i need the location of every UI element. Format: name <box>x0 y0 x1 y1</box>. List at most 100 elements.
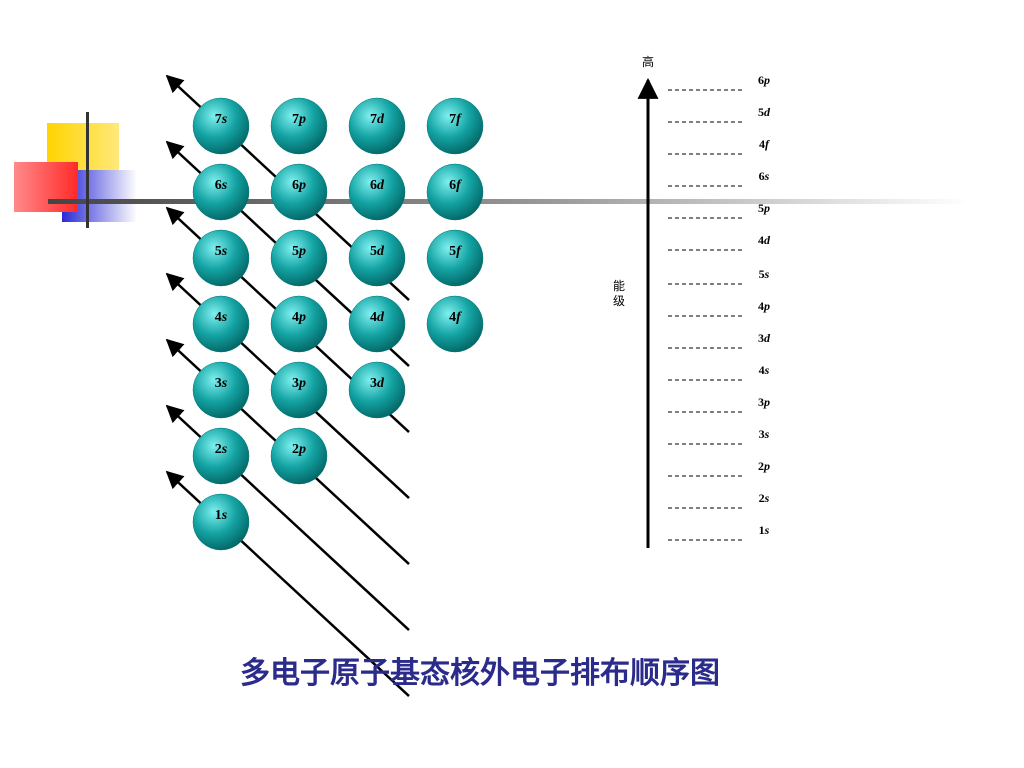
level-subshell-letter: s <box>764 363 770 377</box>
orbital-sphere <box>426 229 484 287</box>
energy-level-label: 5p <box>758 201 770 215</box>
level-subshell-letter: p <box>763 395 770 409</box>
level-shell-number: 6 <box>759 169 765 183</box>
orbital-subshell-letter: p <box>298 376 306 391</box>
energy-level-label: 3d <box>758 331 771 345</box>
orbital-3p: 3p <box>270 361 328 419</box>
orbital-subshell-letter: s <box>221 442 228 457</box>
level-subshell-letter: f <box>765 137 770 151</box>
vertical-rule <box>86 112 89 228</box>
orbital-label: 6f <box>449 178 462 193</box>
level-shell-number: 4 <box>759 363 765 377</box>
orbital-sphere <box>192 427 250 485</box>
orbital-subshell-letter: p <box>298 112 306 127</box>
orbital-sphere <box>270 427 328 485</box>
orbital-subshell-letter: s <box>221 178 228 193</box>
energy-level-label: 2s <box>759 491 770 505</box>
energy-level-label: 6s <box>759 169 770 183</box>
orbital-label: 6s <box>215 178 228 193</box>
orbital-label: 5d <box>370 244 385 259</box>
orbital-2s: 2s <box>192 427 250 485</box>
orbital-sphere <box>348 163 406 221</box>
orbital-sphere <box>270 361 328 419</box>
orbital-label: 5s <box>215 244 228 259</box>
orbital-label: 1s <box>215 508 228 523</box>
orbital-subshell-letter: f <box>456 244 462 259</box>
energy-level-label: 4s <box>759 363 770 377</box>
orbital-7f: 7f <box>426 97 484 155</box>
level-shell-number: 4 <box>759 137 765 151</box>
orbital-7d: 7d <box>348 97 406 155</box>
orbital-6d: 6d <box>348 163 406 221</box>
page-title: 多电子原子基态核外电子排布顺序图 <box>240 656 720 691</box>
orbital-sphere <box>192 295 250 353</box>
orbital-shell-number: 6 <box>215 178 222 193</box>
orbital-shell-number: 4 <box>370 310 377 325</box>
orbital-sphere <box>426 163 484 221</box>
level-subshell-letter: s <box>764 523 770 537</box>
orbital-label: 3p <box>292 376 306 391</box>
energy-level-label: 1s <box>759 523 770 537</box>
orbital-shell-number: 2 <box>292 442 299 457</box>
orbital-label: 4s <box>215 310 228 325</box>
orbital-subshell-letter: f <box>456 112 462 127</box>
diagonal-arrow-tail <box>276 507 410 632</box>
orbital-sphere <box>192 361 250 419</box>
level-shell-number: 3 <box>758 331 764 345</box>
orbital-subshell-letter: d <box>377 112 385 127</box>
axis-side-label-2: 级 <box>613 294 625 308</box>
orbital-subshell-letter: s <box>221 244 228 259</box>
orbital-subshell-letter: p <box>298 442 306 457</box>
orbital-subshell-letter: f <box>456 178 462 193</box>
energy-level-label: 4p <box>758 299 770 313</box>
orbital-3s: 3s <box>192 361 250 419</box>
orbital-label: 4d <box>370 310 385 325</box>
level-subshell-letter: p <box>763 73 770 87</box>
orbital-shell-number: 1 <box>215 508 222 523</box>
energy-level-label: 3s <box>759 427 770 441</box>
orbital-label: 5f <box>449 244 462 259</box>
orbital-shell-number: 4 <box>215 310 222 325</box>
level-shell-number: 5 <box>758 201 764 215</box>
level-shell-number: 4 <box>758 299 764 313</box>
energy-level-label: 2p <box>758 459 770 473</box>
orbital-1s: 1s <box>192 493 250 551</box>
orbital-shell-number: 7 <box>370 112 377 127</box>
orbital-sphere <box>192 97 250 155</box>
orbital-sphere <box>426 295 484 353</box>
orbital-sphere <box>348 361 406 419</box>
level-shell-number: 3 <box>759 427 765 441</box>
orbital-sphere <box>192 493 250 551</box>
orbital-shell-number: 6 <box>449 178 456 193</box>
orbital-shell-number: 2 <box>215 442 222 457</box>
orbital-shell-number: 7 <box>292 112 299 127</box>
orbital-label: 3s <box>215 376 228 391</box>
orbital-4s: 4s <box>192 295 250 353</box>
orbital-6p: 6p <box>270 163 328 221</box>
orbital-sphere <box>270 163 328 221</box>
orbital-shell-number: 7 <box>449 112 456 127</box>
axis-top-label: 高 <box>642 54 654 69</box>
orbital-4d: 4d <box>348 295 406 353</box>
orbital-sphere <box>348 97 406 155</box>
orbital-subshell-letter: s <box>221 310 228 325</box>
orbital-7p: 7p <box>270 97 328 155</box>
orbital-shell-number: 3 <box>215 376 222 391</box>
level-subshell-letter: d <box>764 105 771 119</box>
orbital-label: 7s <box>215 112 228 127</box>
orbital-shell-number: 5 <box>449 244 456 259</box>
level-shell-number: 2 <box>759 491 765 505</box>
level-subshell-letter: d <box>764 233 771 247</box>
orbital-5f: 5f <box>426 229 484 287</box>
orbital-subshell-letter: s <box>221 376 228 391</box>
energy-level-label: 6p <box>758 73 770 87</box>
level-subshell-letter: s <box>764 491 770 505</box>
orbital-sphere <box>192 163 250 221</box>
orbital-label: 7p <box>292 112 306 127</box>
orbital-shell-number: 4 <box>449 310 456 325</box>
energy-level-label: 5s <box>759 267 770 281</box>
orbital-subshell-letter: s <box>221 508 228 523</box>
orbital-subshell-letter: p <box>298 310 306 325</box>
